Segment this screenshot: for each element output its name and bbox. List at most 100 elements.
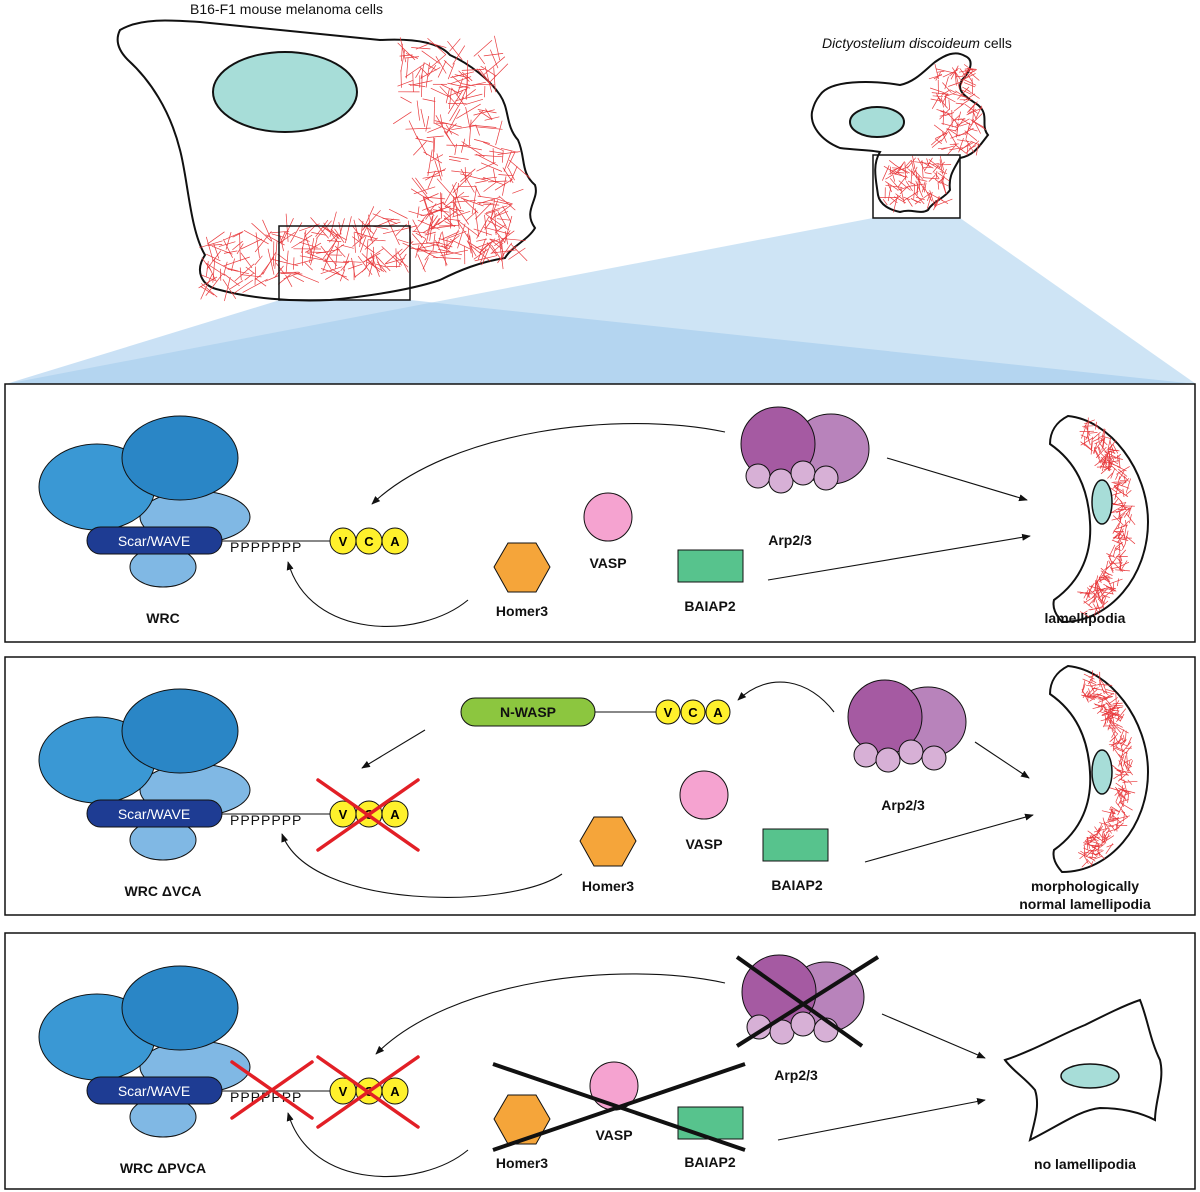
actin-filament — [477, 238, 486, 260]
actin-filament — [370, 252, 380, 277]
actin-filament — [1117, 455, 1119, 463]
actin-filament — [353, 232, 356, 253]
actin-filament — [1120, 751, 1128, 757]
actin-filament — [1115, 473, 1119, 480]
actin-filament — [1095, 571, 1104, 586]
actin-filament — [254, 271, 265, 281]
actin-filament — [475, 239, 499, 249]
actin-filament — [375, 256, 383, 272]
actin-filament — [430, 218, 440, 231]
actin-filament — [485, 205, 508, 214]
actin-filament — [425, 116, 430, 132]
actin-filament — [948, 81, 962, 87]
actin-filament — [477, 195, 496, 200]
actin-filament — [1115, 545, 1121, 551]
actin-filament — [942, 109, 945, 126]
actin-filament — [344, 216, 352, 244]
actin-filament — [940, 97, 944, 108]
homer3-label: Homer3 — [496, 1155, 548, 1171]
actin-filament — [310, 238, 318, 266]
actin-filament — [1115, 773, 1123, 777]
b16-title: B16-F1 mouse melanoma cells — [190, 1, 383, 17]
vca-v: V — [339, 534, 348, 549]
actin-filament — [508, 247, 526, 260]
actin-filament — [382, 229, 400, 235]
actin-filament — [934, 178, 941, 184]
vca-a: A — [390, 534, 400, 549]
panel3-arrows — [286, 973, 986, 1177]
panel-delta-pvca: Scar/WAVE PPPPPPP V C A WRC ΔPVCA — [4, 932, 1196, 1190]
actin-filament — [903, 196, 911, 201]
actin-filament — [438, 206, 451, 218]
actin-filament — [299, 255, 327, 261]
actin-filament — [495, 211, 509, 217]
actin-filament — [492, 168, 497, 183]
actin-filament — [483, 181, 498, 192]
actin-filament — [1092, 603, 1100, 615]
actin-filament — [1110, 468, 1116, 479]
actin-filament — [419, 66, 428, 75]
actin-filament — [936, 70, 945, 73]
actin-filament — [932, 162, 940, 166]
actin-filament — [1097, 589, 1101, 598]
actin-filament — [480, 162, 503, 172]
actin-filament — [1104, 828, 1110, 839]
actin-filament — [1090, 606, 1104, 611]
actin-filament — [1106, 450, 1109, 465]
actin-filament — [421, 50, 440, 64]
actin-filament — [960, 89, 972, 95]
actin-filament — [395, 248, 397, 268]
actin-filament — [492, 148, 495, 165]
actin-filament — [898, 180, 911, 191]
vca-deletion-cross — [316, 778, 420, 852]
actin-filament — [897, 185, 913, 191]
actin-filament — [428, 42, 447, 48]
arp23-label: Arp2/3 — [768, 532, 812, 548]
actin-filament — [963, 82, 976, 88]
actin-filament — [1080, 437, 1093, 446]
actin-filament — [1116, 726, 1129, 734]
actin-filament — [1114, 547, 1122, 552]
actin-filament — [1112, 534, 1119, 539]
actin-filament — [1086, 686, 1096, 696]
actin-filament — [484, 214, 488, 237]
actin-filament — [910, 168, 913, 185]
actin-filament — [891, 172, 908, 178]
actin-filament — [1089, 835, 1093, 842]
actin-filament — [955, 102, 964, 105]
homer3-protein — [493, 542, 551, 593]
vasp-protein — [679, 770, 729, 820]
actin-filament — [928, 162, 945, 172]
actin-filament — [939, 159, 943, 175]
actin-filament — [950, 65, 959, 80]
actin-filament — [1095, 599, 1101, 612]
actin-filament — [968, 145, 977, 150]
actin-filament — [905, 159, 912, 167]
actin-filament — [1107, 719, 1112, 731]
actin-filament — [1100, 437, 1108, 446]
actin-filament — [944, 76, 949, 90]
actin-filament — [359, 235, 367, 253]
actin-filament — [298, 223, 320, 232]
actin-filament — [305, 242, 322, 253]
actin-filament — [461, 86, 468, 100]
actin-filament — [449, 159, 461, 162]
actin-filament — [1092, 705, 1105, 710]
actin-filament — [199, 240, 223, 249]
actin-filament — [405, 56, 419, 59]
actin-filament — [477, 109, 497, 114]
actin-filament — [1098, 825, 1104, 833]
actin-filament — [251, 222, 272, 242]
actin-filament — [340, 260, 350, 272]
actin-filament — [1097, 598, 1103, 605]
actin-filament — [1124, 730, 1127, 742]
actin-filament — [932, 95, 943, 98]
actin-filament — [1106, 689, 1115, 693]
actin-filament — [213, 243, 220, 259]
actin-filament — [1106, 717, 1116, 731]
actin-filament — [261, 256, 275, 275]
actin-filament — [1092, 693, 1103, 696]
actin-filament — [1123, 505, 1133, 518]
actin-filament — [961, 98, 971, 106]
